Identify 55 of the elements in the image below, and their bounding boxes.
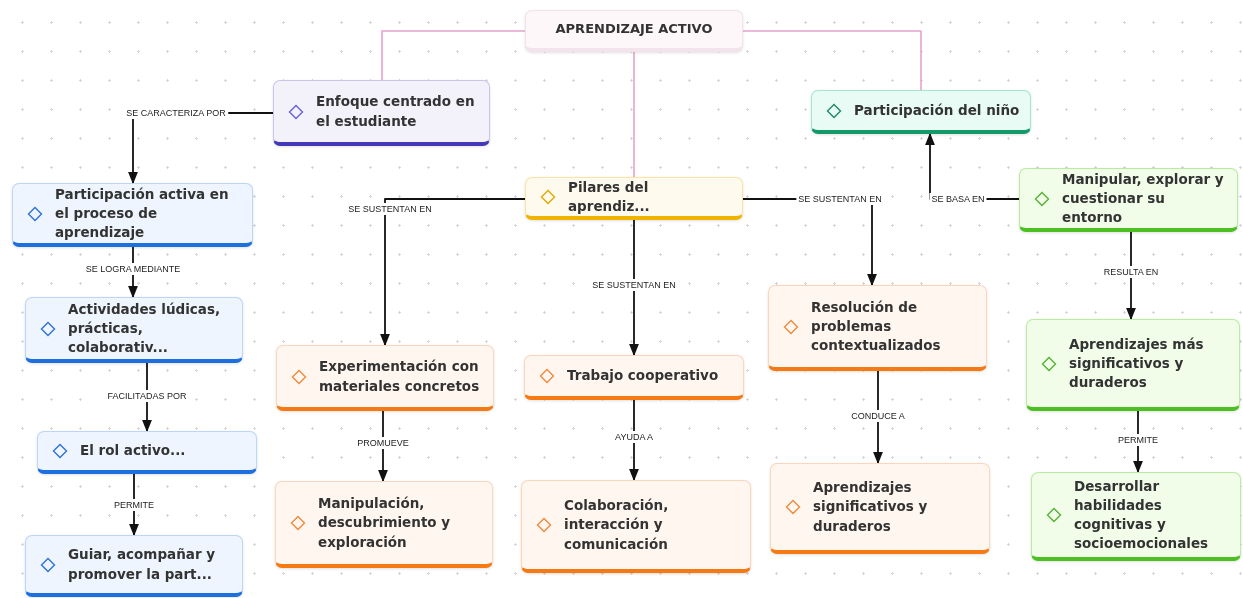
concept-box [12, 183, 253, 247]
concept-box [1019, 168, 1238, 232]
edge-label: SE CARACTERIZA POR [124, 107, 228, 119]
arrow [872, 370, 884, 465]
concept-box [811, 90, 1031, 134]
edge-label: PERMITE [112, 499, 156, 511]
edge-label: AYUDA A [613, 431, 655, 443]
edge-label: SE LOGRA MEDIANTE [83, 263, 183, 275]
node-label: Desarrollar habilidades cognitivas y socioemocionales [1074, 476, 1210, 554]
connector-line [633, 51, 635, 178]
node-label: Manipulación, descubrimiento y exploración [318, 494, 452, 552]
edge-label: PERMITE [1116, 434, 1160, 446]
node-label: Colaboración, interacción y comunicación [564, 496, 670, 554]
arrow [628, 219, 640, 357]
edge-label: FACILITADAS POR [105, 390, 189, 402]
concept-box [37, 431, 257, 474]
connector-line [381, 30, 526, 81]
node-label: Trabajo cooperativo [567, 366, 719, 386]
node-label: Actividades lúdicas, prácticas, colaborativ... [68, 299, 222, 358]
node-label: El rol activo... [80, 441, 186, 461]
node-label: Experimentación con materiales concretos [319, 357, 481, 396]
edge-label: PROMUEVE [355, 437, 411, 449]
node-label: Enfoque centrado en el estudiante [316, 92, 476, 131]
concept-box [525, 177, 743, 220]
node-label: Manipular, explorar y cuestionar su entorno [1062, 169, 1225, 228]
concept-box [25, 535, 243, 597]
node-label: Resolución de problemas contextualizados [811, 297, 942, 356]
concept-box [1031, 472, 1241, 561]
edge-label: SE SUSTENTAN EN [796, 193, 884, 205]
node-label: Aprendizajes más significativos y duraderos [1069, 334, 1205, 393]
arrow [1125, 231, 1137, 321]
concept-box [275, 481, 493, 568]
connector-line [742, 30, 922, 91]
edge-label: RESULTA EN [1101, 266, 1161, 278]
concept-box [770, 463, 990, 554]
concept-box [524, 355, 744, 400]
concept-box [273, 80, 490, 146]
node-label: Participación activa en el proceso de aprendizaje [55, 184, 230, 243]
title-box [525, 10, 743, 52]
concept-box [1026, 319, 1240, 411]
concept-box [768, 285, 987, 371]
arrow [628, 399, 640, 482]
arrow [379, 198, 526, 347]
edge-label: SE BASA EN [929, 193, 987, 205]
concept-box [25, 297, 243, 363]
edge-label: SE SUSTENTAN EN [346, 203, 434, 215]
node-label: Pilares del aprendiz... [568, 177, 651, 216]
node-label: Aprendizajes significativos y duraderos [813, 478, 929, 536]
edge-label: SE SUSTENTAN EN [590, 279, 678, 291]
edge-label: CONDUCE A [849, 410, 907, 422]
concept-box [276, 345, 494, 411]
title-text: APRENDIZAJE ACTIVO [555, 20, 713, 39]
node-label: Guiar, acompañar y promover la part... [68, 545, 217, 584]
node-label: Participación del niño [854, 100, 1020, 120]
concept-box [521, 480, 751, 573]
